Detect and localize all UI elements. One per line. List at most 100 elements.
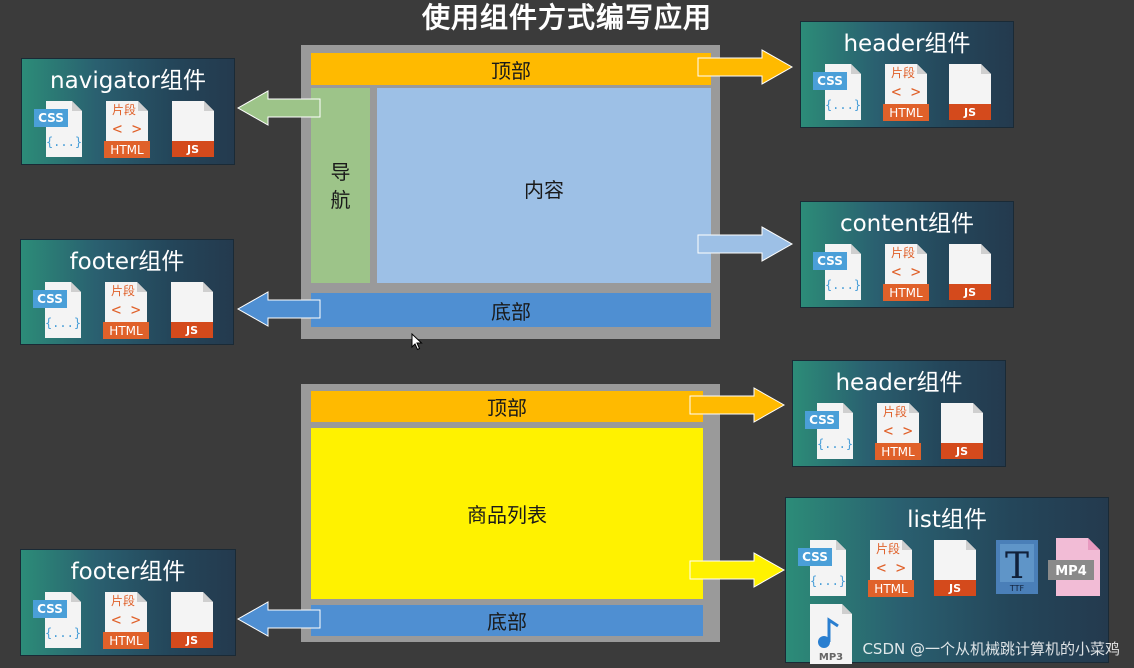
footer-component-1: footer组件 CSS {...} 片段 < > HTML JS [20, 239, 234, 345]
layout2-list: 商品列表 [311, 428, 703, 599]
html-file-icon: 片段 < > HTML [881, 240, 931, 302]
svg-text:< >: < > [113, 119, 142, 138]
arrow-nav-to-navigator [236, 90, 321, 126]
css-file-icon: CSS {...} [813, 60, 863, 122]
header-component-2-title: header组件 [835, 370, 963, 396]
footer-component-2: footer组件 CSS {...} 片段 < > HTML JS [20, 549, 236, 656]
watermark: CSDN @一个从机械跳计算机的小菜鸡 [862, 640, 1120, 658]
svg-text:片段: 片段 [111, 593, 135, 608]
arrow-list-to-list-component [689, 552, 786, 588]
content-component-title: content组件 [839, 211, 975, 237]
layout1-nav: 导 航 [311, 88, 370, 283]
svg-text:< >: < > [112, 610, 141, 629]
layout1-bottom-label: 底部 [491, 299, 531, 324]
svg-text:TTF: TTF [1009, 584, 1025, 593]
html-file-icon: 片段 < > HTML [881, 60, 931, 122]
svg-text:CSS: CSS [37, 292, 63, 306]
js-file-icon: JS [945, 60, 995, 122]
content-component: content组件 CSS {...} 片段 < > HTML JS [800, 201, 1014, 308]
layout1-top-label: 顶部 [491, 58, 531, 83]
arrow-bottom-to-footer-2 [236, 601, 321, 637]
svg-text:< >: < > [884, 421, 913, 440]
svg-text:JS: JS [185, 634, 198, 647]
svg-text:{...}: {...} [825, 278, 861, 292]
svg-text:{...}: {...} [810, 574, 846, 588]
svg-text:{...}: {...} [46, 135, 82, 149]
layout2-bottom-label: 底部 [487, 610, 527, 634]
svg-text:HTML: HTML [874, 582, 908, 596]
header1-file-icons: CSS {...} 片段 < > HTML JS [801, 60, 1013, 122]
svg-text:CSS: CSS [817, 254, 843, 268]
header-component-2: header组件 CSS {...} 片段 < > HTML JS [792, 360, 1006, 467]
svg-text:片段: 片段 [883, 404, 907, 419]
footer-component-2-title: footer组件 [70, 559, 186, 585]
js-file-icon: JS [945, 240, 995, 302]
svg-text:片段: 片段 [891, 65, 915, 80]
svg-text:JS: JS [963, 106, 976, 119]
svg-text:JS: JS [955, 445, 968, 458]
html-file-icon: 片段 < > HTML [873, 399, 923, 461]
svg-text:片段: 片段 [891, 245, 915, 260]
footer-component-1-title: footer组件 [69, 249, 185, 275]
layout2-bottom: 底部 [311, 605, 703, 636]
list-file-icons: CSS {...} 片段 < > HTML JS T TTF MP4 [786, 536, 1108, 664]
js-file-icon: JS [167, 588, 217, 650]
arrow-bottom-to-footer-1 [236, 291, 321, 327]
arrow-top-to-header-2 [689, 387, 786, 423]
svg-text:JS: JS [963, 286, 976, 299]
navigator-file-icons: CSS {...} 片段 < > HTML JS [22, 97, 234, 159]
arrow-content-to-content-component [697, 226, 794, 262]
js-file-icon: JS [167, 278, 217, 340]
svg-text:CSS: CSS [817, 74, 843, 88]
svg-text:JS: JS [186, 143, 199, 156]
layout1-top: 顶部 [311, 53, 711, 85]
js-file-icon: JS [930, 536, 980, 598]
arrow-top-to-header-1 [697, 49, 794, 85]
svg-text:CSS: CSS [809, 413, 835, 427]
svg-text:片段: 片段 [112, 102, 136, 117]
svg-text:HTML: HTML [109, 634, 143, 648]
svg-text:{...}: {...} [825, 98, 861, 112]
svg-text:< >: < > [112, 300, 141, 319]
navigator-component: navigator组件 CSS {...} 片段 < > HTML JS [21, 58, 235, 165]
html-file-icon: 片段 < > HTML [101, 278, 151, 340]
ttf-font-file-icon: T TTF [992, 536, 1042, 598]
svg-text:JS: JS [185, 324, 198, 337]
header-component-1: header组件 CSS {...} 片段 < > HTML JS [800, 21, 1014, 128]
html-file-icon: 片段 < > HTML [866, 536, 916, 598]
svg-text:HTML: HTML [889, 286, 923, 300]
navigator-component-title: navigator组件 [50, 68, 206, 94]
layout2-top-label: 顶部 [487, 396, 527, 420]
svg-text:CSS: CSS [802, 550, 828, 564]
layout1-bottom: 底部 [311, 293, 711, 327]
svg-text:片段: 片段 [876, 541, 900, 556]
css-file-icon: CSS {...} [813, 240, 863, 302]
svg-text:< >: < > [892, 262, 921, 281]
svg-text:HTML: HTML [109, 324, 143, 338]
svg-text:CSS: CSS [37, 602, 63, 616]
svg-text:片段: 片段 [111, 283, 135, 298]
svg-text:{...}: {...} [817, 437, 853, 451]
svg-text:< >: < > [892, 82, 921, 101]
html-file-icon: 片段 < > HTML [102, 97, 152, 159]
layout1-nav-label-2: 航 [330, 187, 351, 212]
svg-text:{...}: {...} [45, 626, 81, 640]
page-title: 使用组件方式编写应用 [421, 1, 712, 34]
svg-text:MP3: MP3 [819, 652, 843, 663]
mouse-cursor-icon [411, 333, 423, 351]
footer1-file-icons: CSS {...} 片段 < > HTML JS [21, 278, 233, 340]
mp3-audio-file-icon: MP3 [806, 602, 856, 664]
layout1-content-label: 内容 [524, 178, 564, 202]
css-file-icon: CSS {...} [805, 399, 855, 461]
layout1-nav-label-1: 导 [330, 159, 351, 184]
svg-text:< >: < > [877, 558, 906, 577]
layout1-content: 内容 [377, 88, 711, 283]
layout2-list-label: 商品列表 [467, 503, 547, 527]
footer2-file-icons: CSS {...} 片段 < > HTML JS [21, 588, 235, 650]
mp4-video-file-icon: MP4 [1048, 536, 1100, 598]
svg-text:T: T [1005, 546, 1029, 587]
js-file-icon: JS [937, 399, 987, 461]
list-component-title: list组件 [907, 507, 987, 533]
header-component-1-title: header组件 [843, 31, 971, 57]
svg-text:MP4: MP4 [1055, 564, 1087, 579]
